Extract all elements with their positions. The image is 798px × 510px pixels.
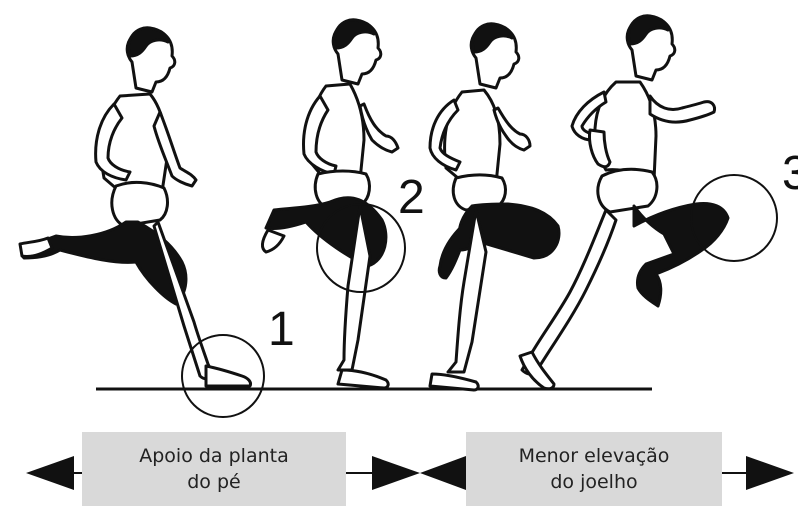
arrow-left-head: [26, 456, 74, 490]
arrow-right-head: [746, 456, 794, 490]
label-box-forefoot-support: Apoio da planta do pé: [82, 432, 346, 506]
runner-figure-4: [520, 16, 728, 389]
runner-figure-1: [20, 28, 251, 386]
label-knee-line2: do joelho: [550, 469, 637, 495]
arrow-center-head-right: [372, 456, 420, 490]
marker-1: 1: [268, 306, 295, 354]
label-forefoot-line1: Apoio da planta: [139, 443, 289, 469]
label-forefoot-line2: do pé: [187, 469, 240, 495]
marker-3: 3: [782, 150, 798, 198]
arrow-center-head-left: [420, 456, 466, 490]
label-knee-line1: Menor elevação: [519, 443, 670, 469]
marker-2: 2: [398, 174, 425, 222]
runner-figure-3: [430, 24, 559, 390]
label-box-lower-knee-lift: Menor elevação do joelho: [466, 432, 722, 506]
